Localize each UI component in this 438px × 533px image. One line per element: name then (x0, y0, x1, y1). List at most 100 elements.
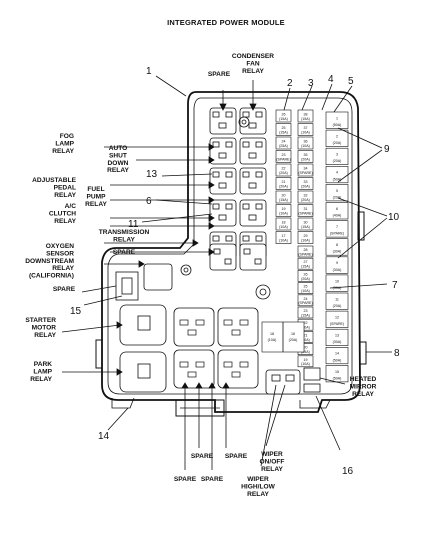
lower-spare-relay-4 (217, 349, 259, 389)
fuse-rating: (30A) (333, 268, 342, 272)
fuse-number: 23 (282, 153, 286, 157)
label-spare-left: SPARE (53, 286, 76, 293)
fuse-number: 9 (336, 261, 338, 265)
fuse-rating: (50A) (333, 123, 342, 127)
fuse-rating: (50A) (333, 358, 342, 362)
fuse-number: 26 (304, 272, 308, 276)
fuse-rating: (10A) (301, 144, 310, 148)
callout-13: 13 (146, 169, 158, 180)
heated-mirror-relay-box (303, 367, 321, 381)
fuse: 1(50A) (325, 111, 349, 129)
fuse-number: 5 (336, 189, 338, 193)
fuse-rating: (25A) (279, 144, 288, 148)
lower-spare-relay-3 (173, 349, 215, 389)
label-spare-b1: SPARE (174, 476, 197, 483)
fuse: 14 (50A) (325, 346, 349, 365)
fuse-number: 17 (282, 234, 286, 238)
fuse: 25(10A) (297, 282, 314, 294)
fuse-rating: (SPARE) (330, 322, 344, 326)
fuse-number: 38 (304, 112, 308, 116)
svg-text:(20A): (20A) (289, 338, 298, 342)
fuse-number: 20 (304, 346, 308, 350)
label-spare-top: SPARE (208, 71, 231, 78)
fuse: 13(30A) (325, 328, 349, 347)
fuse: 34(SPARE) (297, 163, 314, 177)
fuse: 38(15A) (297, 109, 314, 123)
fuse: 10(30A) (325, 274, 349, 292)
fuse-number: 25 (282, 126, 286, 130)
upper-relay (209, 199, 237, 227)
fuse-rating: (10A) (301, 289, 310, 293)
fuse: 21(20A) (275, 177, 292, 190)
fuse-rating: (10A) (279, 225, 288, 229)
maxi-fuse-column: 1(50A)2(20A)3(20A)4(50A)5(20A)6(40A)7(SP… (325, 111, 349, 383)
callout-11: 11 (128, 219, 139, 230)
fuse: 23(15A) (297, 306, 314, 319)
fuse-number: 3 (336, 153, 338, 157)
callout-3: 3 (308, 78, 314, 89)
fuse-rating: (15A) (301, 117, 310, 121)
fuse-rating: (15A) (279, 131, 288, 135)
module-housing (95, 91, 367, 417)
fuse-number: 13 (335, 334, 339, 338)
fuse-number: 14 (335, 352, 339, 356)
upper-relay (209, 107, 237, 135)
spare-relay-left (143, 263, 173, 291)
fuse-number: 8 (336, 243, 338, 247)
fuse: 11(20A) (325, 292, 349, 310)
fuse-rating: (20A) (279, 171, 288, 175)
fuse-rating: (SPARE) (330, 232, 344, 236)
fuse-number: 29 (304, 234, 308, 238)
fuse: 17(10A) (275, 231, 292, 244)
upper-relay (239, 167, 267, 195)
fuse-rating: (10A) (301, 131, 310, 135)
fuse: 32(20A) (297, 190, 314, 204)
lower-relay-block: 18 (10A) 16 (20A) (115, 263, 321, 395)
fuse-number: 22 (304, 321, 308, 325)
lower-spare-relay-2 (217, 307, 259, 347)
fuse: 5(20A) (325, 184, 349, 202)
label-spare-mid: SPARE (113, 249, 136, 256)
fuse: 25(15A) (275, 123, 292, 136)
fuse: 19(10A) (275, 204, 292, 217)
fuse-rating: (20A) (333, 159, 342, 163)
label-spare-b3: SPARE (201, 476, 224, 483)
svg-text:(10A): (10A) (268, 338, 277, 342)
callout-15: 15 (70, 306, 82, 317)
fuse-number: 23 (304, 309, 308, 313)
callout-14: 14 (98, 431, 110, 442)
fuse-number: 24 (304, 297, 308, 301)
fuse: 26(15A) (275, 109, 292, 123)
callout-numbers: 1 2 3 4 5 6 7 8 9 10 11 13 14 15 16 (70, 66, 400, 477)
fuse-number: 7 (336, 225, 338, 229)
fuse-number: 12 (335, 316, 339, 320)
fuse: 36(10A) (297, 136, 314, 150)
fuse-rating: (15A) (279, 117, 288, 121)
fuse: 18(10A) (275, 217, 292, 231)
fuse-number: 6 (336, 207, 338, 211)
fuse: 24(SPARE) (297, 294, 314, 307)
upper-relay (209, 243, 237, 271)
fuse-number: 32 (304, 193, 308, 197)
fuse-number: 37 (304, 126, 308, 130)
fuse-rating: (30A) (333, 250, 342, 254)
fuse: 26(20A) (297, 270, 314, 282)
fuse: 19(10A) (297, 355, 314, 368)
fuse: 37(10A) (297, 123, 314, 136)
fuse-rating: (SPARE) (298, 301, 312, 305)
fuse-rating: (10A) (301, 239, 310, 243)
fuse: 3 (20A) (325, 147, 349, 165)
fuse-number: 36 (304, 139, 308, 143)
fuse-number: 19 (304, 358, 308, 362)
fuse: 24(25A) (275, 136, 292, 150)
callout-6: 6 (146, 196, 152, 207)
